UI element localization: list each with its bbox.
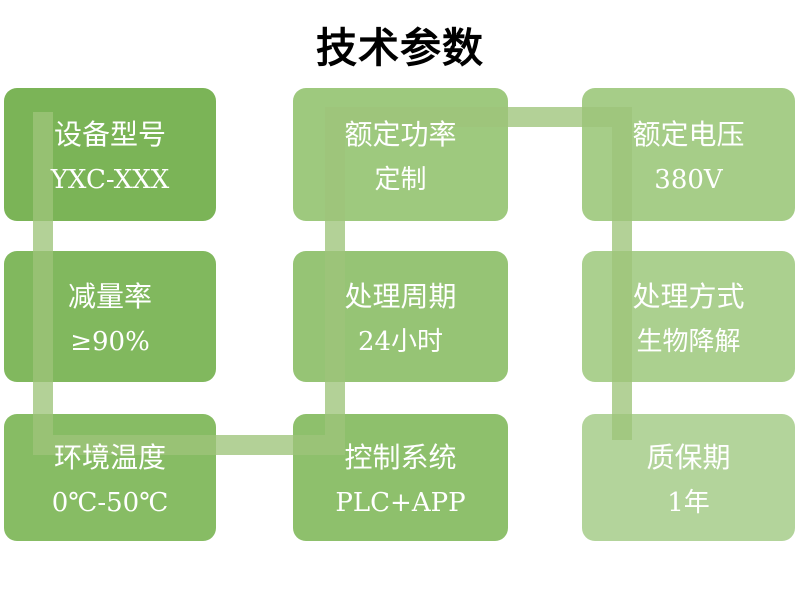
param-value: 生物降解 [636,327,741,358]
param-value: 380V [654,165,723,196]
param-box-reduction-rate: 减量率 ≥90% [4,251,216,382]
param-label: 处理方式 [632,280,745,314]
param-box-processing-method: 处理方式 生物降解 [582,251,795,382]
param-box-rated-voltage: 额定电压 380V [582,88,795,221]
param-box-ambient-temperature: 环境温度 0℃-50℃ [4,414,216,541]
param-value: PLC+APP [335,488,466,519]
param-value: 定制 [374,165,427,196]
param-label: 减量率 [67,280,152,314]
param-value: 24小时 [357,327,444,358]
param-box-processing-cycle: 处理周期 24小时 [293,251,508,382]
page-title: 技术参数 [316,25,484,71]
param-value: 1年 [667,488,710,519]
param-value: YXC-XXX [50,165,170,196]
param-label: 额定电压 [632,118,745,152]
param-label: 环境温度 [53,441,166,475]
param-value: ≥90% [70,327,150,358]
param-label: 质保期 [646,441,731,475]
param-box-warranty: 质保期 1年 [582,414,795,541]
param-box-rated-power: 额定功率 定制 [293,88,508,221]
param-box-control-system: 控制系统 PLC+APP [293,414,508,541]
param-label: 处理周期 [344,280,457,314]
param-value: 0℃-50℃ [51,488,169,519]
param-label: 额定功率 [344,118,457,152]
param-box-device-model: 设备型号 YXC-XXX [4,88,216,221]
param-label: 设备型号 [53,118,166,152]
param-label: 控制系统 [344,441,457,475]
